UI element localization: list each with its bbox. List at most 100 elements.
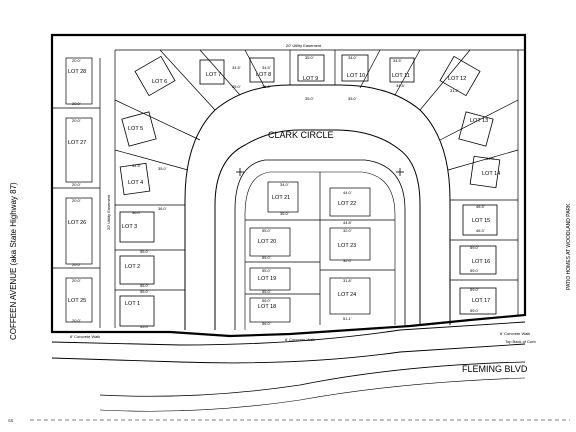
north-lot-lines xyxy=(114,49,519,291)
dim-label: 35.0' xyxy=(158,166,167,171)
dim-label: 31.8' xyxy=(343,278,352,283)
road-outer-edge xyxy=(184,84,451,330)
dim-label: 35.0' xyxy=(305,96,314,101)
dim-label: 59.0' xyxy=(470,308,479,313)
circle-label: CLARK CIRCLE xyxy=(268,130,334,140)
dim-label: 32.0' xyxy=(343,258,352,263)
dim-label: 34.0' xyxy=(486,156,495,161)
street-west-label: COFFEEN AVENUE (aka State Highway 87) xyxy=(9,182,18,340)
dim-label: 55.0' xyxy=(140,249,149,254)
lot-27-label: LOT 27 xyxy=(68,140,86,146)
dim-label: 35.0' xyxy=(305,55,314,60)
back-of-curb-label: Top Back of Curb xyxy=(505,339,536,344)
dim-label: 34.5' xyxy=(262,65,271,70)
dim-label: 32.0' xyxy=(343,228,352,233)
lot-28-label: LOT 28 xyxy=(68,69,86,75)
lot-22-label: LOT 22 xyxy=(338,201,356,207)
fleming-centerline xyxy=(99,361,526,397)
dim-label: 34.5' xyxy=(132,163,141,168)
dim-label: 36.0' xyxy=(132,210,141,215)
dim-label: 35.0' xyxy=(348,96,357,101)
dim-label: 44.0' xyxy=(343,190,352,195)
dim-label: 20.0' xyxy=(72,198,81,203)
lot-13-label: LOT 13 xyxy=(470,118,488,124)
dim-label: 34.0' xyxy=(280,182,289,187)
road-inner-edge xyxy=(214,129,421,330)
dim-label: 55.0' xyxy=(262,289,271,294)
north-easement-label: 20' Utility Easement xyxy=(286,43,322,48)
lot-6-label: LOT 6 xyxy=(152,79,167,85)
lot-7-label: LOT 7 xyxy=(206,72,221,78)
dim-label: 35.0' xyxy=(262,84,271,89)
ss-label: SS xyxy=(8,418,14,423)
lot-11-label: LOT 11 xyxy=(392,73,410,79)
lot-21-label: LOT 21 xyxy=(272,195,290,201)
dim-label: 20.0' xyxy=(72,58,81,63)
dim-label: 20.0' xyxy=(72,278,81,283)
dim-label: 34.5' xyxy=(396,83,405,88)
walk-mid-label: 6' Concrete Walk xyxy=(285,337,315,342)
dim-label: 55.0' xyxy=(140,324,149,329)
west-strip-lots xyxy=(52,57,100,323)
dim-label: 20.0' xyxy=(72,262,81,267)
dim-label: 46.3' xyxy=(476,228,485,233)
survey-markers xyxy=(236,168,404,176)
lot-23-label: LOT 23 xyxy=(338,243,356,249)
north-lot-buildings xyxy=(119,54,501,196)
dim-label: 59.0' xyxy=(470,268,479,273)
dim-label: 20.0' xyxy=(72,318,81,323)
dim-label: 31.2' xyxy=(450,88,459,93)
dim-label: 20.0' xyxy=(72,118,81,123)
lot-15-label: LOT 15 xyxy=(472,218,490,224)
dim-label: 34.0' xyxy=(348,55,357,60)
walk-right-label: 6' Concrete Walk xyxy=(500,331,530,336)
lot-5-label: LOT 5 xyxy=(128,126,143,132)
lot-24-label: LOT 24 xyxy=(338,292,356,298)
lot-9-label: LOT 9 xyxy=(303,76,318,82)
island-loop xyxy=(234,159,406,330)
property-boundary xyxy=(50,33,527,338)
island-lots xyxy=(245,172,395,325)
dim-label: 55.0' xyxy=(262,268,271,273)
dim-label: 46.5' xyxy=(476,204,485,209)
dim-label: 55.0' xyxy=(262,228,271,233)
lot-17-label: LOT 17 xyxy=(472,298,490,304)
lot-2-label: LOT 2 xyxy=(125,264,140,270)
street-south-label: FLEMING BLVD xyxy=(462,364,528,374)
dim-label: 59.0' xyxy=(470,287,479,292)
west-lot-buildings xyxy=(119,211,155,327)
dim-label: 56.0' xyxy=(262,321,271,326)
dim-label: 55.0' xyxy=(140,283,149,288)
fleming-curb-south xyxy=(51,343,526,364)
island-loop-inner xyxy=(244,171,396,330)
lot-4-label: LOT 4 xyxy=(128,180,143,186)
lot-10-label: LOT 10 xyxy=(347,73,365,79)
lot-1-label: LOT 1 xyxy=(125,301,140,307)
dim-label: 35.0' xyxy=(280,211,289,216)
east-lot-buildings xyxy=(459,204,498,315)
lot-20-label: LOT 20 xyxy=(258,239,276,245)
dim-label: 34.5' xyxy=(232,65,241,70)
dim-label: 36.0' xyxy=(158,206,167,211)
fleming-curb-north xyxy=(51,321,526,346)
west-easement-label: 20' Utility Easement xyxy=(106,194,111,230)
east-side-label: PATIO HOMES AT WOODLAND PARK xyxy=(566,203,572,290)
lot-19-label: LOT 19 xyxy=(258,276,276,282)
dim-label: 44.8' xyxy=(343,220,352,225)
lot-8-label: LOT 8 xyxy=(256,72,271,78)
lot-18-label: LOT 18 xyxy=(258,304,276,310)
dim-label: 20.0' xyxy=(72,101,81,106)
dim-label: 56.0' xyxy=(262,298,271,303)
lot-14-label: LOT 14 xyxy=(482,171,500,177)
dim-label: 34.5' xyxy=(393,58,402,63)
lot-12-label: LOT 12 xyxy=(448,76,466,82)
dim-label: 51.1' xyxy=(343,316,352,321)
lot-16-label: LOT 16 xyxy=(472,259,490,265)
dim-label: 55.0' xyxy=(262,255,271,260)
fleming-lane xyxy=(99,377,526,412)
lot-3-label: LOT 3 xyxy=(122,224,137,230)
dim-label: 20.0' xyxy=(72,182,81,187)
dim-label: 55.0' xyxy=(140,289,149,294)
lot-26-label: LOT 26 xyxy=(68,220,86,226)
